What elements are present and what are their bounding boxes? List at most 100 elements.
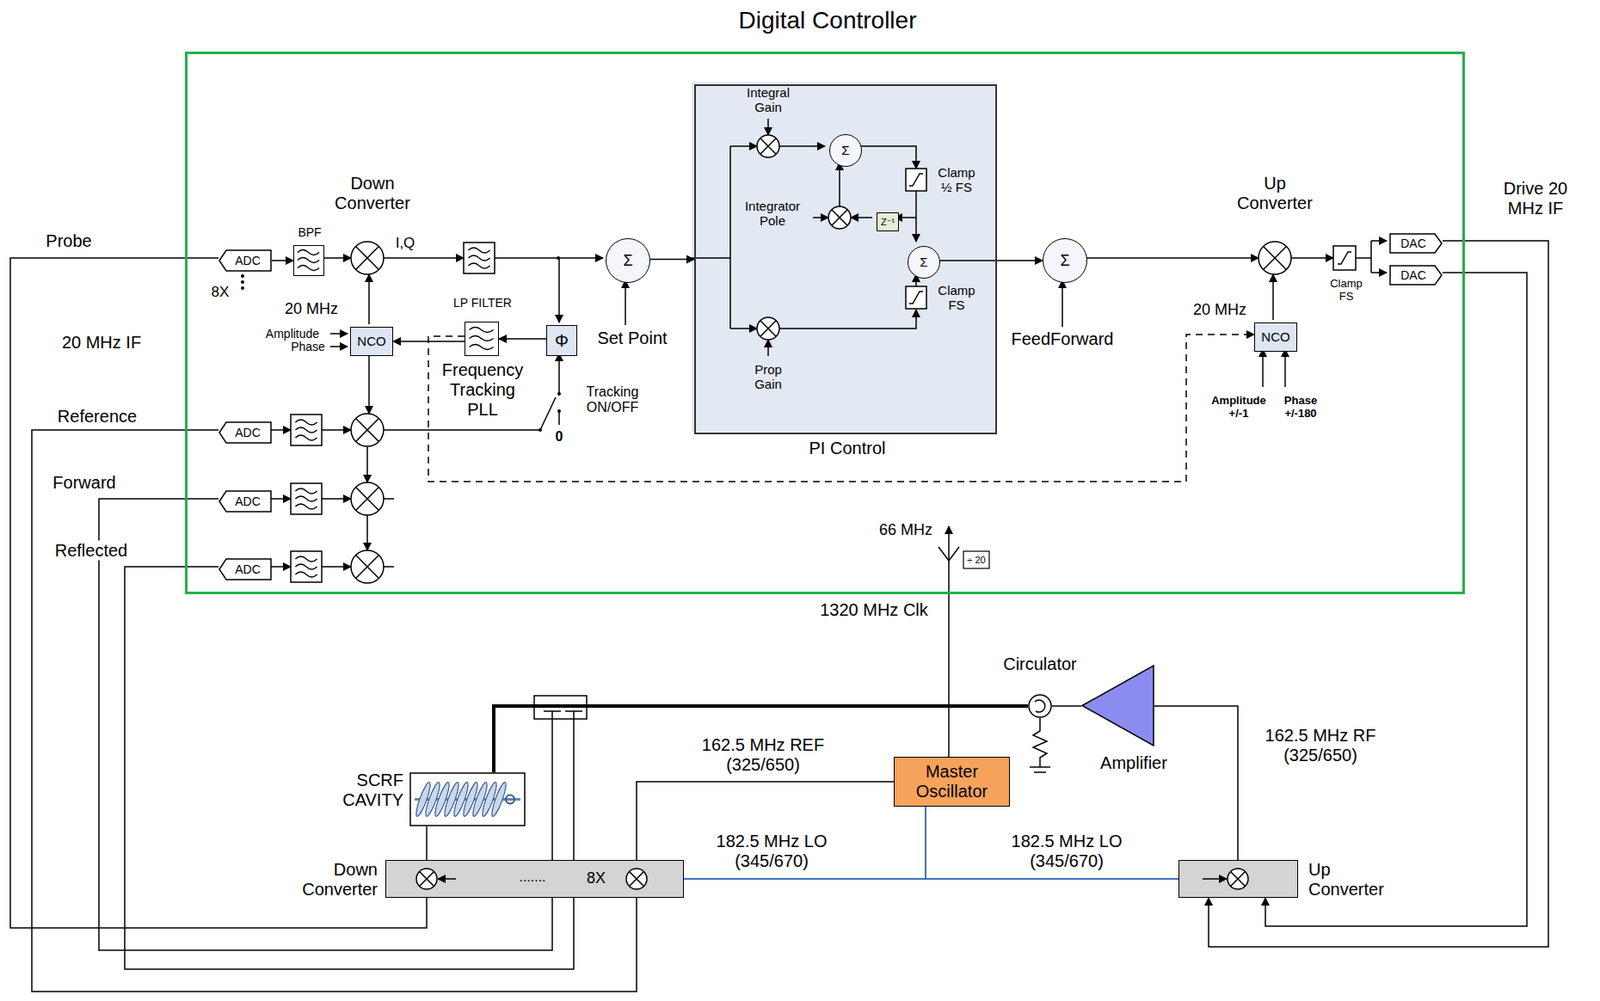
edge-label: 182.5 MHz LO (345/670): [707, 831, 837, 872]
bandpass-filter: BPF: [293, 245, 325, 277]
filter-symbol: [295, 496, 317, 502]
down-converter: Down Converter.......8X: [385, 860, 684, 899]
wire: [1371, 240, 1387, 242]
coupler-taps: [543, 711, 583, 720]
node-text: Frequency Tracking PLL: [436, 360, 529, 420]
wire: [1029, 766, 1051, 769]
label: Reference: [41, 406, 154, 427]
circulator-arrow: [1034, 700, 1046, 713]
node-text: LP FILTER: [430, 295, 535, 310]
label: Prop Gain: [746, 362, 790, 393]
lowpass-filter: LP FILTERFrequency Tracking PLL: [464, 321, 499, 357]
wire: [321, 429, 351, 431]
connector: [1052, 705, 1082, 708]
wire: [368, 274, 370, 325]
wire: [572, 719, 575, 861]
mixer-symbol: [350, 413, 384, 447]
junction-dot: [557, 409, 561, 413]
label: Down Converter: [316, 173, 429, 214]
node-text: NCO: [356, 333, 386, 349]
wire: [1355, 257, 1372, 259]
filter-symbol: [295, 435, 317, 441]
node-text: DAC: [1400, 268, 1427, 283]
wire: [1371, 271, 1387, 274]
filter-symbol: [295, 572, 317, 578]
controller-frame: Digital ControllerADCBPFADCADCADCNCOLP F…: [184, 51, 1465, 595]
scrf-cavity: SCRF CAVITY: [409, 772, 526, 827]
node-shape: [294, 246, 326, 277]
label: Phase +/-180: [1279, 394, 1323, 421]
adc-block: ADC: [218, 249, 272, 272]
label: 20 MHz: [1189, 301, 1250, 320]
mixer-symbol: [756, 317, 780, 340]
junction-dot: [538, 428, 542, 432]
mixer-symbol: [1227, 868, 1249, 890]
wire: [730, 327, 757, 330]
node-text: Circulator: [976, 654, 1104, 675]
converter-fill: [385, 860, 684, 899]
wire: [857, 146, 917, 169]
wire: [551, 719, 554, 861]
summing-junction: Σ: [907, 246, 941, 279]
amplifier-triangle: Amplifier: [1081, 664, 1155, 747]
label: Probe: [30, 231, 108, 252]
connector: [1265, 272, 1527, 927]
wire: [779, 145, 825, 148]
circulator: Circulator: [1027, 694, 1053, 719]
filter-symbol: [290, 483, 322, 515]
label: Forward: [36, 473, 132, 493]
label: Integrator Pole: [738, 198, 807, 229]
label: Clamp FS: [931, 283, 982, 314]
connector: [31, 430, 637, 992]
adc-outline: [219, 491, 271, 512]
wire: [269, 429, 291, 431]
converter-fill: [1178, 860, 1299, 899]
label: Integral Gain: [738, 85, 799, 116]
label: Tracking ON/OFF: [573, 384, 652, 417]
wire: [321, 257, 351, 259]
mixer-symbol: [356, 487, 380, 511]
wire: [1084, 257, 1259, 259]
wire: [938, 547, 960, 561]
mixer-symbol: [828, 206, 851, 229]
filter-symbol: [290, 414, 322, 446]
wire: [321, 498, 351, 500]
label: I,Q: [387, 234, 423, 253]
connector: [428, 334, 1255, 482]
filter-symbol: [295, 556, 317, 562]
wire: [812, 216, 829, 219]
wire: [730, 145, 757, 148]
cavity-outline: [410, 773, 525, 826]
filter-symbol: [295, 564, 317, 570]
label: 66 MHz: [867, 521, 945, 540]
wire: [729, 146, 732, 329]
pi-panel-fill: [691, 81, 995, 432]
wire: [1272, 274, 1274, 320]
wire: [269, 566, 291, 568]
adc-outline: [219, 422, 271, 444]
junction-dot: [240, 280, 245, 284]
junction-dot: [557, 392, 561, 396]
mixer-symbol: [756, 135, 780, 158]
label: Amplitude: [258, 326, 327, 341]
node-text: Master Oscillator: [898, 762, 1006, 802]
filter-symbol: [295, 427, 317, 433]
mixer-symbol: [831, 209, 848, 226]
node-text: Σ: [622, 252, 633, 271]
wire: [1370, 240, 1373, 273]
node-text: ADC: [234, 562, 261, 577]
label: 8X: [203, 283, 238, 302]
adc-block: ADC: [218, 421, 272, 444]
summing-junction: Σ: [829, 134, 862, 167]
edge-label: 162.5 MHz REF (325/650): [685, 735, 841, 776]
wire: [558, 258, 560, 323]
label: Up Converter: [1231, 173, 1318, 214]
amplifier-outline: [1082, 665, 1154, 746]
filter-symbol: [467, 255, 490, 261]
wire: [383, 257, 464, 259]
mixer-symbol: [1230, 872, 1246, 887]
mixer-symbol: [350, 482, 384, 516]
filter-symbol: [469, 336, 494, 342]
adc-block: ADC: [218, 558, 272, 581]
cavity-coupler: [505, 795, 515, 805]
